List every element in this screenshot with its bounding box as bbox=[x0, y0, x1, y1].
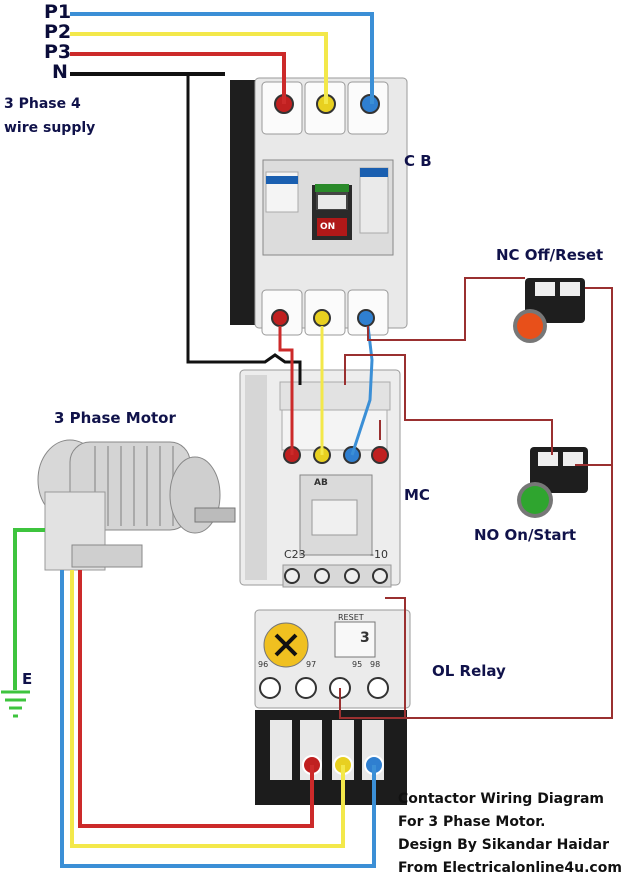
overload-relay bbox=[254, 609, 411, 805]
control-wires bbox=[339, 277, 613, 719]
motor bbox=[37, 439, 236, 571]
label-earth: E bbox=[22, 670, 33, 688]
supply-description-line1: 3 Phase 4 bbox=[4, 96, 81, 112]
label-contactor: MC bbox=[404, 486, 430, 504]
motor-wires bbox=[60, 570, 376, 868]
label-nc-button: NC Off/Reset bbox=[496, 246, 604, 264]
label-p1: P1 bbox=[44, 1, 72, 23]
credit-line4: From Electricalonline4u.com bbox=[398, 860, 622, 876]
ol-setting-marking: 3 bbox=[360, 630, 370, 646]
label-circuit-breaker: C B bbox=[404, 152, 432, 170]
ol-97-marking: 97 bbox=[306, 660, 317, 669]
label-motor: 3 Phase Motor bbox=[54, 409, 176, 427]
mc-c23-marking: C23 bbox=[284, 548, 306, 561]
circuit-breaker bbox=[230, 77, 408, 336]
neutral-wire bbox=[186, 74, 302, 385]
ol-95-marking: 95 bbox=[352, 660, 363, 669]
supply-description-line2: wire supply bbox=[4, 120, 96, 136]
earth-symbol bbox=[1, 690, 30, 718]
nc-button bbox=[513, 278, 585, 343]
credit-line3: Design By Sikandar Haidar bbox=[398, 837, 609, 853]
credit-line2: For 3 Phase Motor. bbox=[398, 814, 546, 830]
credit-line1: Contactor Wiring Diagram bbox=[398, 791, 605, 807]
mc-brand-marking: AB bbox=[314, 478, 328, 488]
contactor bbox=[239, 369, 401, 588]
ol-98-marking: 98 bbox=[370, 660, 381, 669]
label-p3: P3 bbox=[44, 41, 72, 63]
ol-reset-marking: RESET bbox=[338, 613, 364, 622]
label-no-button: NO On/Start bbox=[474, 526, 577, 544]
mc-10-marking: -10 bbox=[370, 548, 388, 561]
earth-wire bbox=[13, 528, 45, 690]
cb-on-marking: ON bbox=[320, 222, 336, 232]
label-ol-relay: OL Relay bbox=[432, 662, 506, 680]
no-button bbox=[517, 447, 588, 518]
supply-wires bbox=[70, 12, 374, 104]
label-n: N bbox=[52, 61, 68, 83]
cb-to-mc-wires bbox=[278, 325, 374, 456]
ol-96-marking: 96 bbox=[258, 660, 269, 669]
label-p2: P2 bbox=[44, 21, 72, 43]
